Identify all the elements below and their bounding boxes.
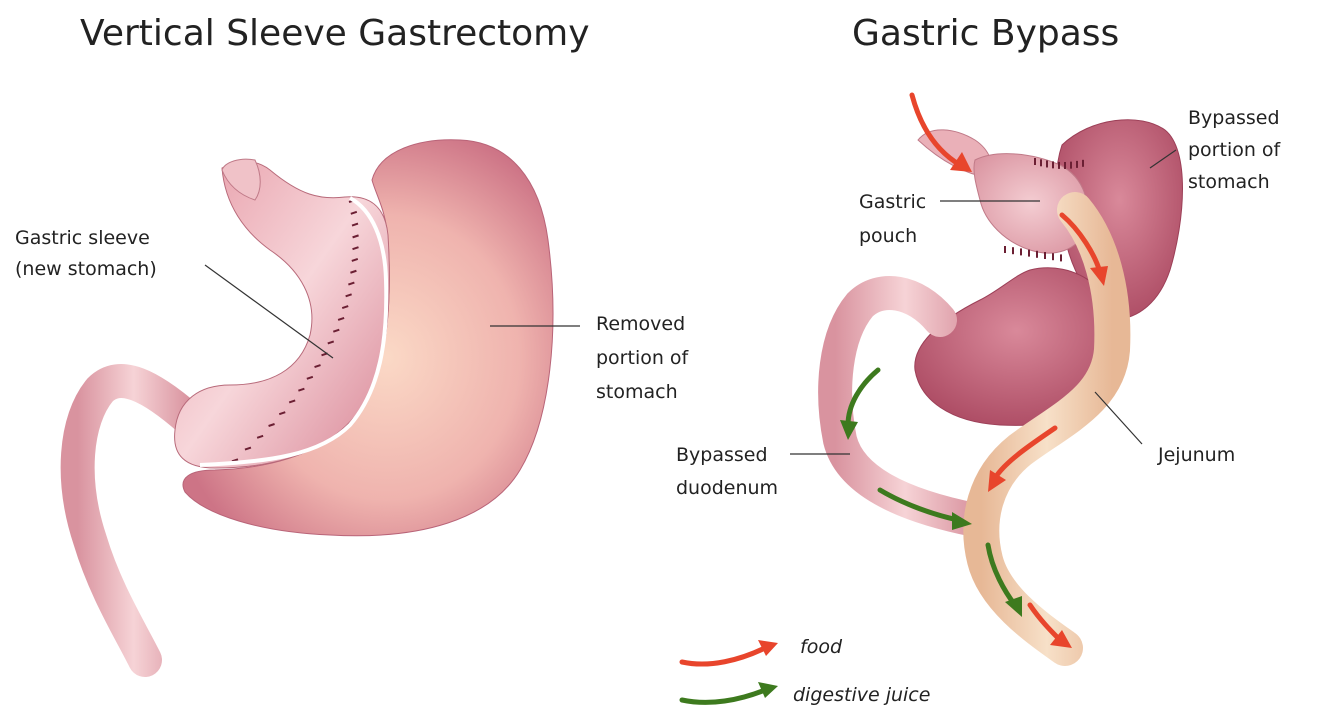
right-title: Gastric Bypass (852, 13, 1119, 54)
legend-juice-label: digestive juice (793, 684, 930, 706)
jejunum-label: Jejunum (1157, 444, 1235, 466)
legend-food-label: food (800, 636, 843, 658)
removed-label-line2: portion of (596, 347, 690, 369)
bypassed-stomach-label-line3: stomach (1188, 171, 1270, 193)
sleeve-label-line2: (new stomach) (15, 258, 157, 280)
legend: food digestive juice (682, 636, 930, 706)
duodenum-left (78, 381, 190, 660)
legend-juice-arrow (682, 690, 765, 702)
removed-label-line3: stomach (596, 381, 678, 403)
bypassed-stomach-label-line2: portion of (1188, 139, 1282, 161)
sleeve-label-line1: Gastric sleeve (15, 227, 150, 249)
legend-food-arrow (682, 648, 765, 664)
removed-label-line1: Removed (596, 313, 685, 335)
pouch-label-line1: Gastric (859, 191, 926, 213)
right-panel: Gastric Bypass Bypassed portion of stoma… (676, 13, 1282, 706)
jejunum-leader (1095, 392, 1142, 444)
left-title: Vertical Sleeve Gastrectomy (80, 13, 590, 54)
duodenum-label-line1: Bypassed (676, 444, 768, 466)
pouch-label-line2: pouch (859, 225, 917, 247)
left-panel: Vertical Sleeve Gastrectomy Gastric slee… (15, 13, 690, 660)
bypassed-stomach-label-line1: Bypassed (1188, 107, 1280, 129)
duodenum-label-line2: duodenum (676, 477, 778, 499)
